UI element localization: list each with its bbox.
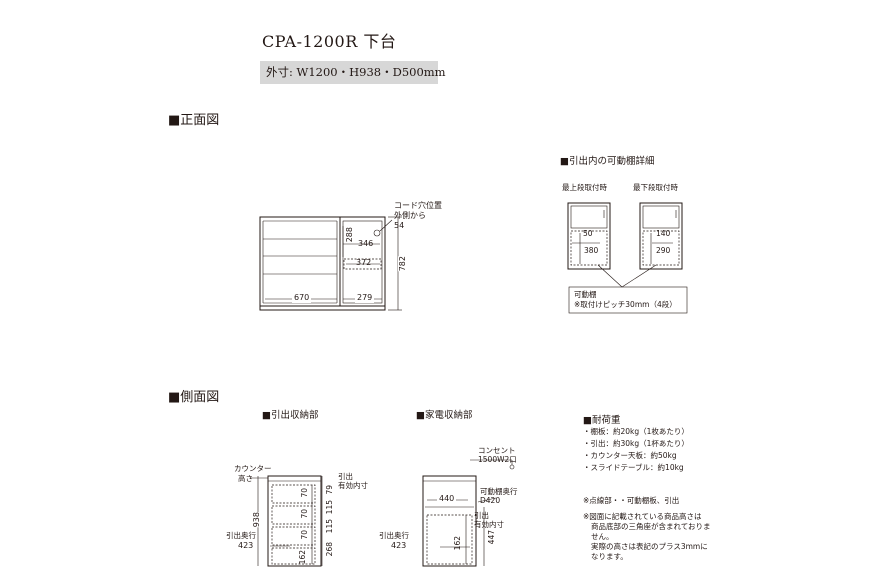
load-capacity-heading: ■耐荷重 xyxy=(583,415,621,426)
movable-shelf-dashed xyxy=(343,258,382,270)
cord-hole-note-2: 外側から xyxy=(394,211,426,220)
appliance-drawer-effective-1: 引出 xyxy=(474,511,489,520)
outer-dim-4: 268 xyxy=(325,542,334,557)
detail-top-cabinet xyxy=(567,202,611,270)
drawing-note-1: ※図面に記載されている商品高さは xyxy=(583,512,702,521)
cord-hole-note-1: コード穴位置 xyxy=(394,201,442,210)
dim-279: 279 xyxy=(355,293,375,303)
side-drawer-drawing xyxy=(250,475,323,567)
drawer-depth-label: 引出奥行 xyxy=(226,531,256,540)
counter-height-label-2: 高さ xyxy=(238,474,253,483)
dim-140: 140 xyxy=(656,229,671,238)
drawer-effective-label-1: 引出 xyxy=(338,472,353,481)
dim-372: 372 xyxy=(356,258,372,267)
dim-346: 346 xyxy=(358,239,374,248)
shelf-depth-label-2: D420 xyxy=(480,496,501,505)
drawing-note-4: 実際の高さは表記のプラス3mmに xyxy=(591,542,708,551)
load-item-2: ・引出：約30kg（1杯あたり） xyxy=(583,439,689,448)
side-view-heading: ■側面図 xyxy=(168,390,220,405)
inner-dim-4: 162 xyxy=(298,550,307,565)
shelf-depth-label-1: 可動棚奥行 xyxy=(480,487,518,496)
shelf-detail-drawing xyxy=(567,202,688,314)
outlet-symbol xyxy=(509,464,515,470)
dim-938: 938 xyxy=(252,512,262,528)
load-item-4: ・スライドテーブル：約10kg xyxy=(583,463,684,472)
appliance-drawer-depth-label: 引出奥行 xyxy=(379,531,409,540)
drawer-effective-label-2: 有効内寸 xyxy=(338,481,368,490)
cabinet-outline xyxy=(259,216,386,311)
appliance-drawer-depth-value: 423 xyxy=(391,541,407,550)
outer-dim-2: 115 xyxy=(325,500,334,515)
outer-dimensions-text: 外寸: W1200・H938・D500mm xyxy=(266,65,446,79)
product-title: CPA-1200R 下台 xyxy=(262,32,397,51)
inner-dim-3: 70 xyxy=(300,530,309,540)
dim-290: 290 xyxy=(656,246,671,255)
side-appliance-drawing xyxy=(422,459,515,567)
dim-50: 50 xyxy=(583,229,593,238)
appliance-side-outline xyxy=(422,475,477,567)
load-item-3: ・カウンター天板：約50kg xyxy=(583,451,677,460)
top-mount-label: 最上段取付時 xyxy=(562,183,607,192)
dim-670: 670 xyxy=(292,293,312,303)
load-item-1: ・棚板：約20kg（1枚あたり） xyxy=(583,427,689,436)
outer-dimensions-box xyxy=(260,61,438,84)
outlet-label-2: 1500W2口 xyxy=(478,455,517,464)
movable-shelf-callout-2: ※取付けピッチ30mm（4段） xyxy=(574,300,677,309)
front-view-heading: ■正面図 xyxy=(168,113,220,128)
counter-height-label-1: カウンター xyxy=(234,464,272,473)
drawing-note-2: 商品底部の三角座が含まれておりま xyxy=(591,522,711,531)
outer-dim-3: 115 xyxy=(325,519,334,534)
cord-hole-note-3: 54 xyxy=(394,221,405,230)
dotted-line-note: ※点線部・・可動棚板、引出 xyxy=(583,496,680,505)
drawing-note-5: なります。 xyxy=(591,552,628,561)
inner-dim-1: 70 xyxy=(300,488,309,498)
outer-dim-1: 79 xyxy=(325,485,334,495)
drawer-storage-heading: ■引出収納部 xyxy=(262,410,319,421)
inner-dim-2: 70 xyxy=(300,509,309,519)
appliance-drawer-effective-2: 有効内寸 xyxy=(474,520,504,529)
shelf-detail-heading: ■引出内の可動棚詳細 xyxy=(560,156,655,167)
movable-shelf-callout-1: 可動棚 xyxy=(574,290,597,299)
dim-380: 380 xyxy=(584,246,599,255)
callout-box xyxy=(568,286,688,314)
dim-447: 447 xyxy=(487,530,496,545)
outlet-label-1: コンセント xyxy=(478,446,516,455)
front-view-drawing xyxy=(259,216,402,311)
cord-hole xyxy=(373,229,381,237)
dim-288: 288 xyxy=(345,227,354,243)
bottom-mount-label: 最下段取付時 xyxy=(633,183,678,192)
detail-bottom-cabinet xyxy=(639,202,683,270)
drawer-depth-value: 423 xyxy=(238,541,254,550)
drawer-side-outline xyxy=(267,475,322,567)
dim-782: 782 xyxy=(398,256,408,272)
appliance-storage-heading: ■家電収納部 xyxy=(416,410,473,421)
drawing-note-3: せん。 xyxy=(591,532,614,541)
dim-440: 440 xyxy=(437,494,457,504)
dim-162: 162 xyxy=(453,536,462,551)
